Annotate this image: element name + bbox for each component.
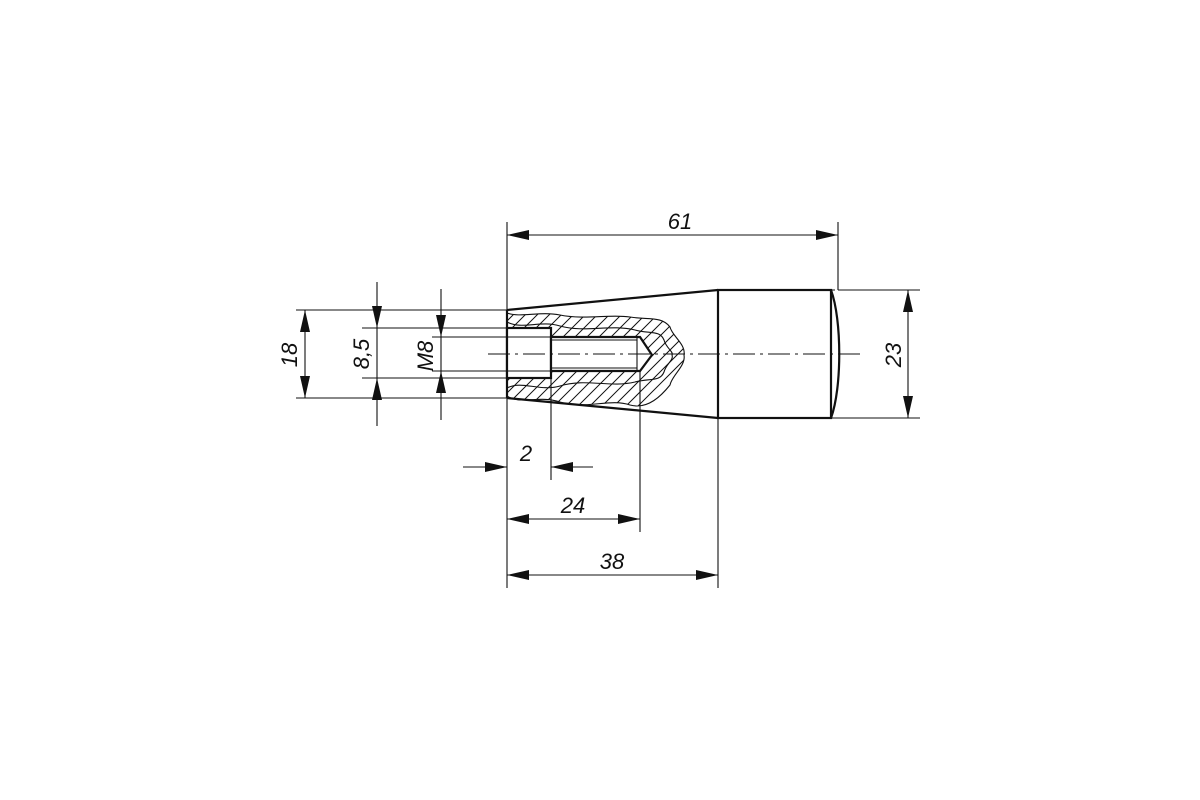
dim-counterbore-diameter: 8,5: [349, 282, 382, 426]
break-line-inner: [506, 321, 673, 389]
dim-shaft-diameter: 18: [277, 310, 310, 398]
dim-thread-depth: 24: [507, 493, 640, 524]
dim-thread-size: M8: [413, 289, 446, 420]
dim-label-8-5: 8,5: [349, 338, 374, 369]
dim-taper-length: 38: [507, 549, 718, 580]
dim-label-2: 2: [519, 441, 532, 466]
dim-counterbore-depth: 2: [463, 441, 593, 472]
dim-knob-diameter: 23: [881, 290, 913, 418]
dim-label-23: 23: [881, 342, 906, 368]
break-line: [506, 312, 685, 407]
extension-lines: [296, 222, 920, 588]
dim-label-38: 38: [600, 549, 625, 574]
dim-overall-length: 61: [507, 209, 838, 240]
dim-label-18: 18: [277, 342, 302, 367]
dim-label-m8: M8: [413, 340, 438, 371]
dim-label-24: 24: [560, 493, 585, 518]
section-view: [505, 312, 685, 407]
dim-label-61: 61: [668, 209, 692, 234]
